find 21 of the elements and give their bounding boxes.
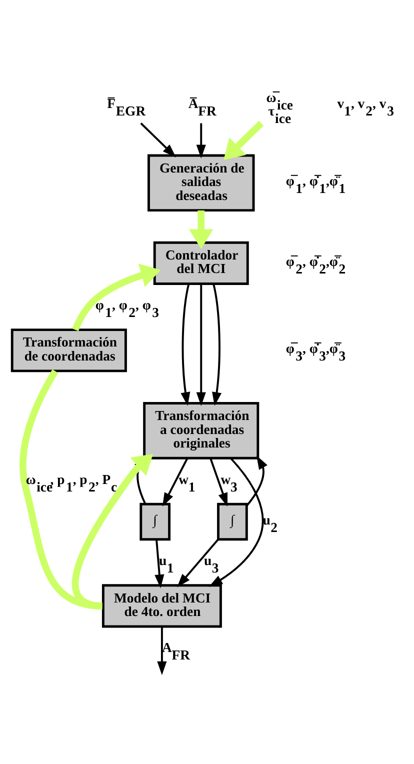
node-box: Transformación a coordenadas originales (143, 402, 260, 460)
node-box: Controlador del MCI (153, 241, 249, 285)
node-box: Modelo del MCI de 4to. orden (102, 584, 222, 628)
arrow (208, 457, 264, 587)
arrow (212, 284, 222, 406)
arrow (246, 456, 268, 506)
arrow (154, 540, 164, 588)
node-box: ∫ (217, 502, 248, 541)
arrow (196, 284, 206, 406)
node-box: Generación de salidas deseadas (148, 154, 255, 212)
node-box: ∫ (140, 502, 171, 541)
arrow (210, 458, 228, 507)
arrow (140, 122, 176, 158)
arrow (180, 284, 190, 406)
arrow (189, 210, 214, 249)
arrow (224, 120, 264, 160)
node-box: Transformación de coordenadas (10, 328, 127, 372)
arrow (162, 458, 188, 507)
arrow (72, 264, 161, 332)
arrow (196, 123, 206, 158)
arrow (177, 538, 219, 588)
